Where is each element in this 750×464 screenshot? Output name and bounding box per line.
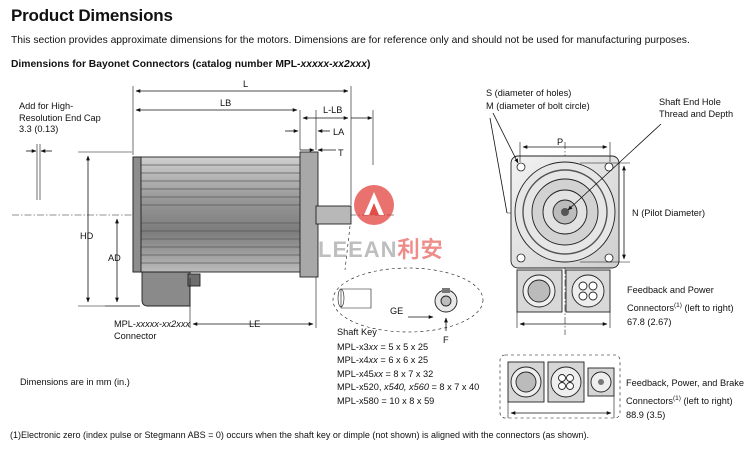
section-heading-suffix: ) <box>366 59 371 70</box>
fpb-footnote-ref: (1) <box>672 394 681 402</box>
dim-GE: GE <box>390 306 404 316</box>
shaft-key-pre: MPL-x45 <box>337 368 374 379</box>
watermark-brand-latin: LEEAN <box>318 237 398 262</box>
shaft-key-pre: MPL-x4 <box>337 355 369 365</box>
shaft-end-line1: Shaft End Hole <box>659 97 721 107</box>
page-title: Product Dimensions <box>11 6 173 25</box>
shaft-key-italic: xx <box>373 368 383 379</box>
dim-L: L <box>243 79 249 89</box>
brake-connector-group <box>499 354 621 419</box>
dim-AD: AD <box>108 253 121 263</box>
shaft-key-size: = 5 x 5 x 25 <box>377 341 429 352</box>
shaft-key-pre: MPL-x520, <box>337 382 384 392</box>
section-heading-prefix: Dimensions for Bayonet Connectors (catal… <box>11 59 301 70</box>
fpb-dim: 88.9 (3.5) <box>626 410 666 421</box>
shaft-key-row: MPL-x520, x540, x560 = 8 x 7 x 40 <box>337 382 479 394</box>
fp-footnote-ref: (1) <box>673 301 682 309</box>
shaft-key-row: MPL-x580 = 10 x 8 x 59 <box>337 396 479 408</box>
intro-text: This section provides approximate dimens… <box>11 35 690 46</box>
shaft-key-pre: MPL-x580 <box>337 395 379 406</box>
shaft-key-size: = 6 x 6 x 25 <box>377 355 429 365</box>
shaft-key-italic: xx <box>368 341 378 352</box>
connector-label-catalog: xxxxx-xx2xxx <box>135 319 191 329</box>
front-dimension-lines <box>489 112 662 328</box>
dim-P: P <box>557 137 564 147</box>
end-cap-line2: Resolution End Cap <box>19 112 101 123</box>
fpb-line2-suffix: (left to right) <box>680 395 733 406</box>
dim-L-LB: L-LB <box>323 105 343 115</box>
side-dimension-lines <box>26 86 374 328</box>
fp-line1: Feedback and Power <box>627 285 714 295</box>
watermark-text: LEEAN利安 <box>318 232 444 264</box>
footnote: (1)Electronic zero (index pulse or Stegm… <box>10 430 590 440</box>
dim-S: S (diameter of holes) <box>486 88 572 98</box>
fp-connectors-label: Feedback and Power Connectors(1) (left t… <box>627 285 734 329</box>
fpb-connectors-label: Feedback, Power, and Brake Connectors(1)… <box>626 378 744 422</box>
shaft-key-row: MPL-x3xx = 5 x 5 x 25 <box>337 342 479 354</box>
section-heading-catalog: xxxxx-xx2xxx <box>300 59 367 70</box>
shaft-key-row: MPL-x4xx = 6 x 6 x 25 <box>337 355 479 367</box>
shaft-key-pre: MPL-x3 <box>337 341 369 352</box>
end-cap-line1: Add for High- <box>19 101 74 111</box>
shaft-key-italic: xx <box>368 355 378 365</box>
fpb-line2: Connectors(1) (left to right) <box>626 393 744 408</box>
motor-front-view <box>507 142 620 335</box>
end-cap-line3: 3.3 (0.13) <box>19 124 59 134</box>
shaft-key-row: MPL-x45xx = 8 x 7 x 32 <box>337 369 479 381</box>
fp-line2-text: Connectors <box>627 302 674 313</box>
dim-T: T <box>338 148 344 158</box>
shaft-key-size: = 10 x 8 x 59 <box>378 395 435 406</box>
fpb-line1: Feedback, Power, and Brake <box>626 378 744 388</box>
shaft-key-italic: x540, x560 <box>383 382 429 392</box>
fp-line2-suffix: (left to right) <box>681 302 734 313</box>
fpb-line2-text: Connectors <box>626 395 673 406</box>
shaft-detail <box>332 225 484 333</box>
motor-side-view <box>132 151 352 307</box>
section-heading: Dimensions for Bayonet Connectors (catal… <box>11 59 370 70</box>
dim-F: F <box>443 335 449 345</box>
shaft-key-size: = 8 x 7 x 32 <box>382 368 434 379</box>
dim-N: N (Pilot Diameter) <box>632 208 706 218</box>
dim-LB: LB <box>220 98 232 108</box>
fp-dim: 67.8 (2.67) <box>627 317 672 328</box>
shaft-key-title: Shaft Key <box>337 327 377 337</box>
motor-connector <box>141 271 191 307</box>
dim-LA: LA <box>333 127 345 137</box>
connector-label: MPL-xxxxx-xx2xxx Connector <box>114 319 190 342</box>
shaft-end-label: Shaft End Hole Thread and Depth <box>659 97 733 120</box>
motor-shaft <box>315 205 352 225</box>
connector-label-line2: Connector <box>114 330 157 341</box>
shaft-key-size: = 8 x 7 x 40 <box>428 382 480 392</box>
dim-M: M (diameter of bolt circle) <box>486 101 590 111</box>
connector-label-prefix: MPL- <box>114 319 136 329</box>
fp-line2: Connectors(1) (left to right) <box>627 300 734 315</box>
shaft-key-table: Shaft Key MPL-x3xx = 5 x 5 x 25 MPL-x4xx… <box>337 327 479 407</box>
units-note: Dimensions are in mm (in.) <box>20 377 130 387</box>
shaft-end-line2: Thread and Depth <box>659 108 734 119</box>
watermark-logo <box>354 185 394 225</box>
watermark-brand-cn: 利安 <box>397 237 444 262</box>
end-cap-label: Add for High- Resolution End Cap 3.3 (0.… <box>19 101 101 136</box>
